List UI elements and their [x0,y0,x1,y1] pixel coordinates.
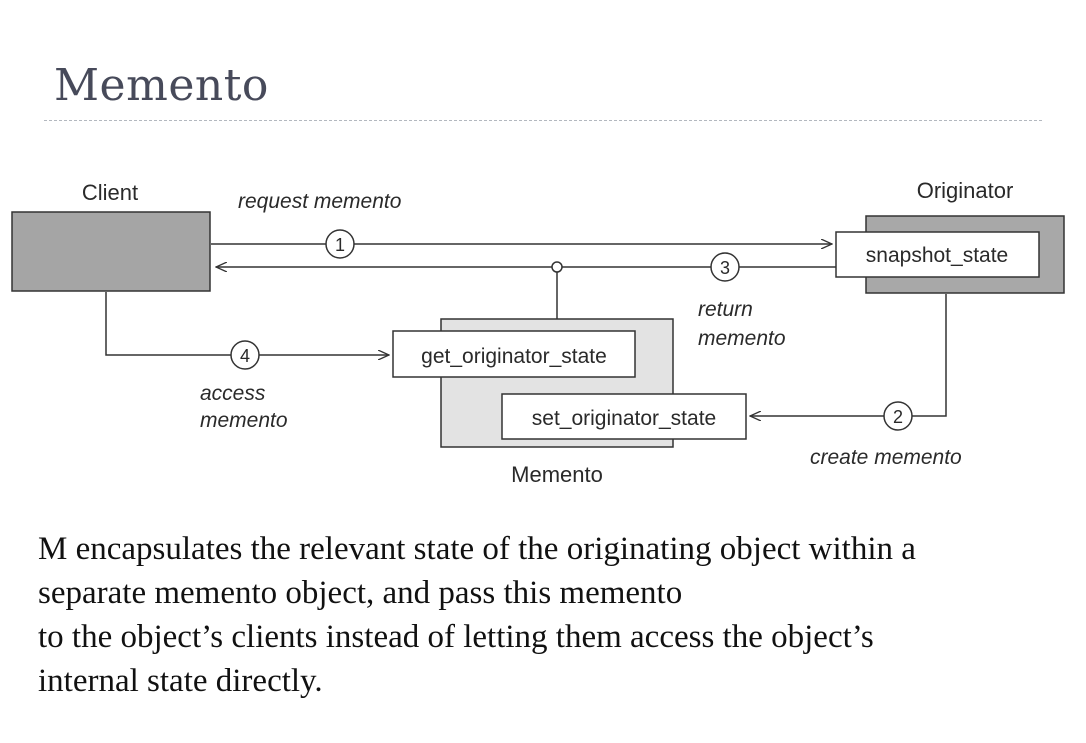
request-memento-label: request memento [238,190,402,213]
originator-label: Originator [917,178,1014,203]
description-line: M encapsulates the relevant state of the… [38,531,916,567]
description-line: internal state directly. [38,663,323,699]
set-originator-state-method-box [501,393,747,440]
return-label-line1: return [698,298,753,321]
snapshot-state-method: snapshot_state [866,244,1008,267]
step-1-marker [325,229,355,259]
step-3-marker [710,252,740,282]
step-4-number: 4 [240,346,250,366]
client-box [11,211,211,292]
step-2-marker [883,401,913,431]
access-label-line2: memento [200,409,288,432]
title-divider [44,120,1042,121]
set-originator-state-method: set_originator_state [532,407,716,430]
step-3-number: 3 [720,258,730,278]
get-originator-state-method-box [392,330,636,378]
client-label: Client [82,180,138,205]
memento-label: Memento [511,462,603,487]
slide-title: Memento [54,60,269,111]
step-4-marker [230,340,260,370]
step-1-number: 1 [335,235,345,255]
step-2-number: 2 [893,407,903,427]
description-line: to the object’s clients instead of letti… [38,619,874,655]
return-label-line2: memento [698,327,786,350]
junction-dot [551,261,563,273]
memento-diagram: Client snapshot_state Originator get_ori… [11,178,1065,487]
description-line: separate memento object, and pass this m… [38,575,683,611]
snapshot-state-method-box [835,231,1040,278]
access-label-line1: access [200,382,266,405]
get-originator-state-method: get_originator_state [421,345,607,368]
create-arrow [750,294,947,416]
access-arrow [105,292,389,355]
description-text: M encapsulates the relevant state of the… [38,527,1068,703]
create-memento-label: create memento [810,446,962,469]
